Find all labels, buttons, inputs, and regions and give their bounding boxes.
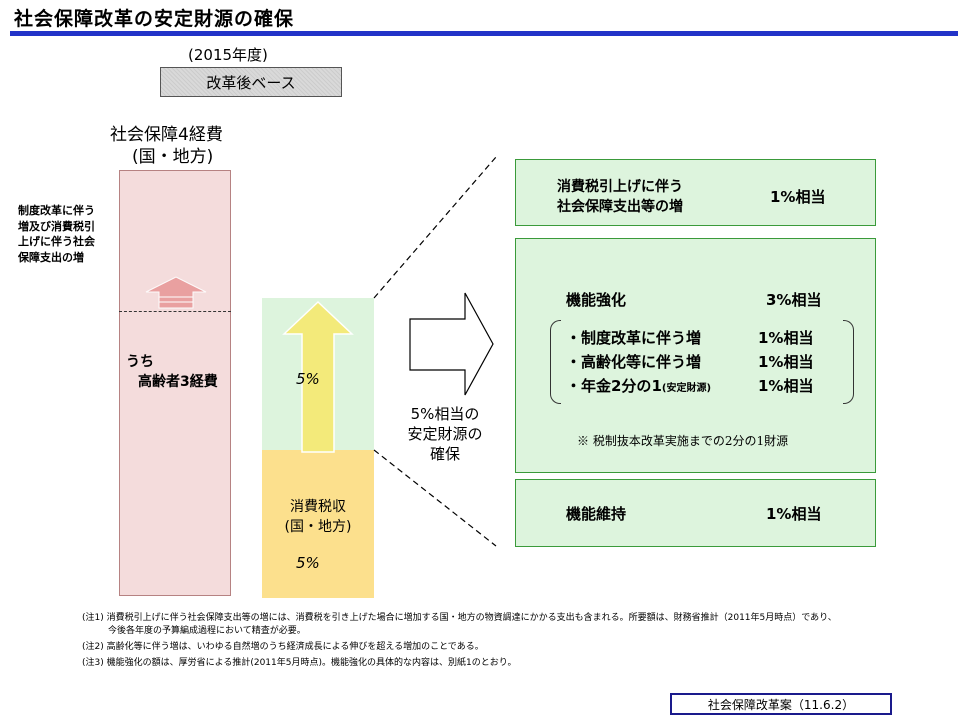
enhancement-item-label-text: ・年金2分の1 (566, 377, 662, 395)
pink-up-arrow (145, 276, 207, 309)
stable-source-line-2: 安定財源の (407, 425, 483, 443)
stable-source-line-3: 確保 (429, 445, 460, 463)
footnote-1-cont: 今後各年度の予算編成過程において精査が必要。 (108, 626, 306, 636)
reference-box: 社会保障改革案（11.6.2） (670, 693, 892, 715)
elderly-line-2: 高齢者3経費 (138, 374, 218, 390)
enhancement-item-value: 1%相当 (758, 377, 814, 395)
enhancement-item-label: ・制度改革に伴う増 (566, 329, 702, 347)
function-maintenance-value: 1%相当 (766, 505, 822, 523)
year-label: (2015年度) (188, 46, 268, 64)
increase-note: 制度改革に伴う 増及び消費税引 上げに伴う社会 保障支出の増 (18, 203, 118, 265)
increase-dashed-line (119, 311, 231, 312)
increase-percent: 5% (296, 370, 320, 388)
half-source-note: ※ 税制抜本改革実施までの2分の1財源 (577, 434, 789, 448)
bracket-left (550, 320, 561, 404)
enhancement-item-value: 1%相当 (758, 329, 814, 347)
ss-cost-subtitle: (国・地方) (132, 147, 214, 167)
stable-source-line-1: 5%相当の (410, 405, 480, 423)
tax-revenue-line-1: 消費税収 (290, 499, 346, 515)
tax-revenue-column (262, 450, 374, 598)
elderly-costs-label: うち 高齢者3経費 (126, 352, 218, 392)
reference-label: 社会保障改革案（11.6.2） (707, 697, 855, 712)
enhancement-item-label: ・高齢化等に伴う増 (566, 353, 702, 371)
page-title: 社会保障改革の安定財源の確保 (14, 8, 295, 30)
tax-increase-value: 1%相当 (770, 188, 826, 206)
connector-top (373, 156, 497, 299)
function-maintenance-box (515, 479, 876, 547)
footnote-3: (注3) 機能強化の額は、厚労省による推計(2011年5月時点)。機能強化の具体… (82, 658, 517, 668)
enhancement-item-label: ・年金2分の1(安定財源) (566, 375, 711, 396)
title-underline (10, 31, 958, 36)
footnote-2: (注2) 高齢化等に伴う増は、いわゆる自然増のうち経済成長による伸びを超える増加… (82, 642, 484, 652)
base-label: 改革後ベース (206, 73, 296, 92)
tax-increase-line-2: 社会保障支出等の増 (557, 199, 683, 215)
enhancement-item-value: 1%相当 (758, 353, 814, 371)
ss-cost-column (119, 170, 231, 596)
increase-note-line: 上げに伴う社会 (18, 235, 95, 248)
elderly-line-1: うち (126, 354, 154, 370)
tax-increase-line-1: 消費税引上げに伴う (557, 179, 683, 195)
increase-note-line: 制度改革に伴う (18, 204, 95, 217)
tax-revenue-label: 消費税収 (国・地方) (278, 497, 358, 537)
tax-revenue-percent: 5% (296, 554, 320, 572)
ss-cost-title: 社会保障4経費 (110, 125, 223, 145)
yellow-up-arrow (282, 300, 354, 453)
bracket-right (843, 320, 854, 404)
stable-source-label: 5%相当の 安定財源の 確保 (395, 404, 495, 464)
increase-note-line: 増及び消費税引 (18, 219, 95, 233)
footnote-1: (注1) 消費税引上げに伴う社会保障支出等の増には、消費税を引き上げた場合に増加… (82, 613, 837, 623)
base-label-box: 改革後ベース (160, 67, 342, 97)
connector-bottom (373, 449, 497, 547)
function-enhancement-label: 機能強化 (566, 291, 627, 309)
tax-increase-box (515, 159, 876, 226)
function-enhancement-box (515, 238, 876, 473)
right-arrow-icon (409, 292, 494, 396)
tax-revenue-line-2: (国・地方) (284, 519, 352, 535)
increase-note-line: 保障支出の増 (18, 250, 84, 264)
function-maintenance-label: 機能維持 (566, 505, 627, 523)
enhancement-item-note: (安定財源) (661, 383, 712, 394)
function-enhancement-value: 3%相当 (766, 291, 822, 309)
